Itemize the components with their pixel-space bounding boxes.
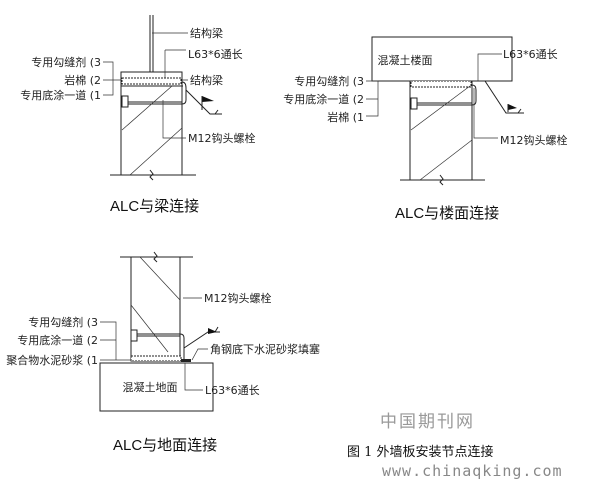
- label-angle-steel: L63*6通长: [205, 384, 260, 397]
- label-item-3: 专用勾缝剂 (3: [31, 55, 101, 69]
- label-structural-beam-2: 结构梁: [190, 73, 223, 87]
- label-mortar-fill: 角钢底下水泥砂浆填塞: [210, 342, 320, 356]
- label-hook-bolt: M12钩头螺栓: [188, 131, 256, 145]
- bolt-head: [121, 95, 129, 108]
- label-angle-steel: L63*6通长: [188, 48, 243, 61]
- panel-beam-connection: 结构梁 L63*6通长 结构梁 M12钩头螺栓 专用勾缝剂 (3 岩棉 (2 专…: [20, 15, 256, 215]
- label-hook-bolt: M12钩头螺栓: [204, 291, 272, 305]
- rock-wool-band: [121, 77, 182, 85]
- label-structural-beam: 结构梁: [190, 26, 223, 40]
- label-concrete-ground: 混凝土地面: [123, 380, 178, 394]
- alc-panel: [130, 256, 181, 362]
- alc-panel: [120, 71, 183, 176]
- label-item-2: 专用底涂一道 (2: [17, 333, 98, 347]
- watermark-name: 中国期刊网: [380, 412, 475, 432]
- label-angle-steel: L63*6通长: [503, 48, 558, 61]
- alc-panel: [409, 80, 473, 181]
- label-item-3: 专用勾缝剂 (3: [294, 74, 364, 88]
- panel-floor-connection: 混凝土楼面 L63*6通长 M12钩头螺栓 专用勾缝剂 (3 专用底涂一道 (2…: [283, 36, 568, 222]
- label-item-1: 岩棉 (1: [327, 110, 364, 124]
- label-hook-bolt: M12钩头螺栓: [500, 133, 568, 147]
- title-floor-connection: ALC与楼面连接: [395, 205, 499, 222]
- panel-ground-connection: M12钩头螺栓 角钢底下水泥砂浆填塞 混凝土地面 L63*6通长 专用勾缝剂 (…: [6, 251, 320, 454]
- label-item-1: 专用底涂一道 (1: [20, 88, 101, 102]
- title-beam-connection: ALC与梁连接: [110, 198, 199, 215]
- concrete-ground: [99, 362, 214, 412]
- figure-caption: 图 1 外墙板安装节点连接: [347, 444, 494, 460]
- title-ground-connection: ALC与地面连接: [113, 437, 217, 454]
- label-item-1: 聚合物水泥砂浆 (1: [6, 353, 98, 367]
- watermark-url: www.chinaqking.com: [382, 462, 563, 480]
- label-concrete-floor: 混凝土楼面: [378, 53, 433, 67]
- label-item-2: 专用底涂一道 (2: [283, 92, 364, 106]
- label-item-2: 岩棉 (2: [64, 73, 101, 87]
- label-item-3: 专用勾缝剂 (3: [28, 315, 98, 329]
